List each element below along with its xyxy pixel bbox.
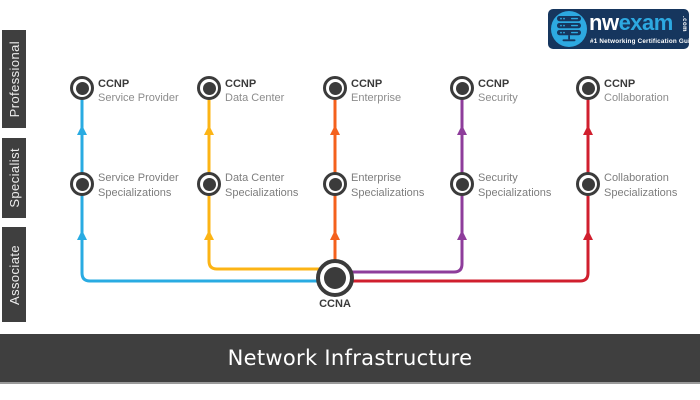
arrow-up-icon bbox=[583, 230, 593, 240]
ccnp-label-service-provider: CCNP Service Provider bbox=[98, 77, 179, 105]
arrow-up-icon bbox=[77, 230, 87, 240]
logo-text-nw: nw bbox=[589, 10, 619, 35]
spec-line1: Collaboration bbox=[604, 172, 669, 184]
server-stack-icon bbox=[557, 16, 581, 42]
spec-line2: Specializations bbox=[604, 187, 678, 199]
track-line-data-center bbox=[207, 96, 332, 271]
cert-level: CCNP bbox=[351, 78, 383, 90]
node-dot bbox=[75, 81, 89, 95]
arrow-up-icon bbox=[330, 230, 340, 240]
cert-name: Collaboration bbox=[604, 92, 669, 104]
spec-label-enterprise: Enterprise Specializations bbox=[351, 171, 424, 201]
spec-line2: Specializations bbox=[225, 187, 299, 199]
spec-node-service-provider bbox=[70, 172, 94, 196]
spec-node-enterprise bbox=[323, 172, 347, 196]
arrow-up-icon bbox=[583, 125, 593, 135]
spec-label-security: Security Specializations bbox=[478, 171, 551, 201]
ccnp-node-enterprise bbox=[323, 76, 347, 100]
ccnp-label-security: CCNP Security bbox=[478, 77, 518, 105]
spec-line1: Service Provider bbox=[98, 172, 179, 184]
node-dot bbox=[202, 177, 216, 191]
level-badge-professional: Professional bbox=[2, 30, 26, 128]
level-badge-specialist: Specialist bbox=[2, 138, 26, 218]
logo-orb bbox=[551, 11, 587, 47]
node-dot bbox=[455, 177, 469, 191]
footer-shadow-line bbox=[0, 382, 700, 384]
spec-label-service-provider: Service Provider Specializations bbox=[98, 171, 179, 201]
spec-line2: Specializations bbox=[478, 187, 552, 199]
node-dot bbox=[75, 177, 89, 191]
footer-banner: Network Infrastructure bbox=[0, 334, 700, 382]
cert-name: Service Provider bbox=[98, 92, 179, 104]
cert-level: CCNP bbox=[478, 78, 510, 90]
arrow-up-icon bbox=[330, 125, 340, 135]
ccnp-label-enterprise: CCNP Enterprise bbox=[351, 77, 401, 105]
logo-text-exam: exam bbox=[618, 10, 674, 35]
node-dot bbox=[328, 81, 342, 95]
arrow-up-icon bbox=[457, 125, 467, 135]
node-dot bbox=[581, 81, 595, 95]
logo-tagline: #1 Networking Certification Guide bbox=[590, 38, 698, 45]
footer-title: Network Infrastructure bbox=[227, 346, 473, 370]
cert-name: Security bbox=[478, 92, 518, 104]
spec-node-collaboration bbox=[576, 172, 600, 196]
cert-level: CCNP bbox=[98, 78, 130, 90]
ccna-root-node bbox=[316, 259, 354, 297]
logo-wordmark: nwexam bbox=[589, 10, 673, 36]
spec-label-data-center: Data Center Specializations bbox=[225, 171, 298, 201]
arrow-up-icon bbox=[204, 230, 214, 240]
node-dot bbox=[455, 81, 469, 95]
spec-node-security bbox=[450, 172, 474, 196]
cert-level: CCNP bbox=[225, 78, 257, 90]
spec-line1: Enterprise bbox=[351, 172, 402, 184]
arrow-up-icon bbox=[204, 125, 214, 135]
level-badge-associate: Associate bbox=[2, 227, 26, 322]
cert-name: Data Center bbox=[225, 92, 285, 104]
spec-line1: Data Center bbox=[225, 172, 285, 184]
level-label: Professional bbox=[6, 40, 22, 118]
track-line-service-provider bbox=[80, 96, 332, 283]
node-dot bbox=[328, 177, 342, 191]
spec-label-collaboration: Collaboration Specializations bbox=[604, 171, 677, 201]
ccna-label: CCNA bbox=[319, 298, 351, 310]
track-line-security bbox=[338, 96, 464, 274]
spec-node-data-center bbox=[197, 172, 221, 196]
spec-line1: Security bbox=[478, 172, 518, 184]
track-line-collaboration bbox=[338, 96, 590, 283]
level-label: Associate bbox=[6, 244, 22, 305]
node-dot bbox=[324, 267, 346, 289]
cert-level: CCNP bbox=[604, 78, 636, 90]
nwexam-logo: nwexam .com #1 Networking Certification … bbox=[548, 9, 698, 49]
arrow-up-icon bbox=[457, 230, 467, 240]
ccnp-node-collaboration bbox=[576, 76, 600, 100]
ccnp-node-service-provider bbox=[70, 76, 94, 100]
spec-line2: Specializations bbox=[98, 187, 172, 199]
ccnp-label-data-center: CCNP Data Center bbox=[225, 77, 284, 105]
level-label: Specialist bbox=[6, 148, 22, 208]
spec-line2: Specializations bbox=[351, 187, 425, 199]
ccnp-node-security bbox=[450, 76, 474, 100]
ccnp-label-collaboration: CCNP Collaboration bbox=[604, 77, 669, 105]
arrow-up-icon bbox=[77, 125, 87, 135]
ccnp-node-data-center bbox=[197, 76, 221, 100]
node-dot bbox=[581, 177, 595, 191]
logo-tld: .com bbox=[681, 16, 687, 33]
cert-name: Enterprise bbox=[351, 92, 402, 104]
node-dot bbox=[202, 81, 216, 95]
